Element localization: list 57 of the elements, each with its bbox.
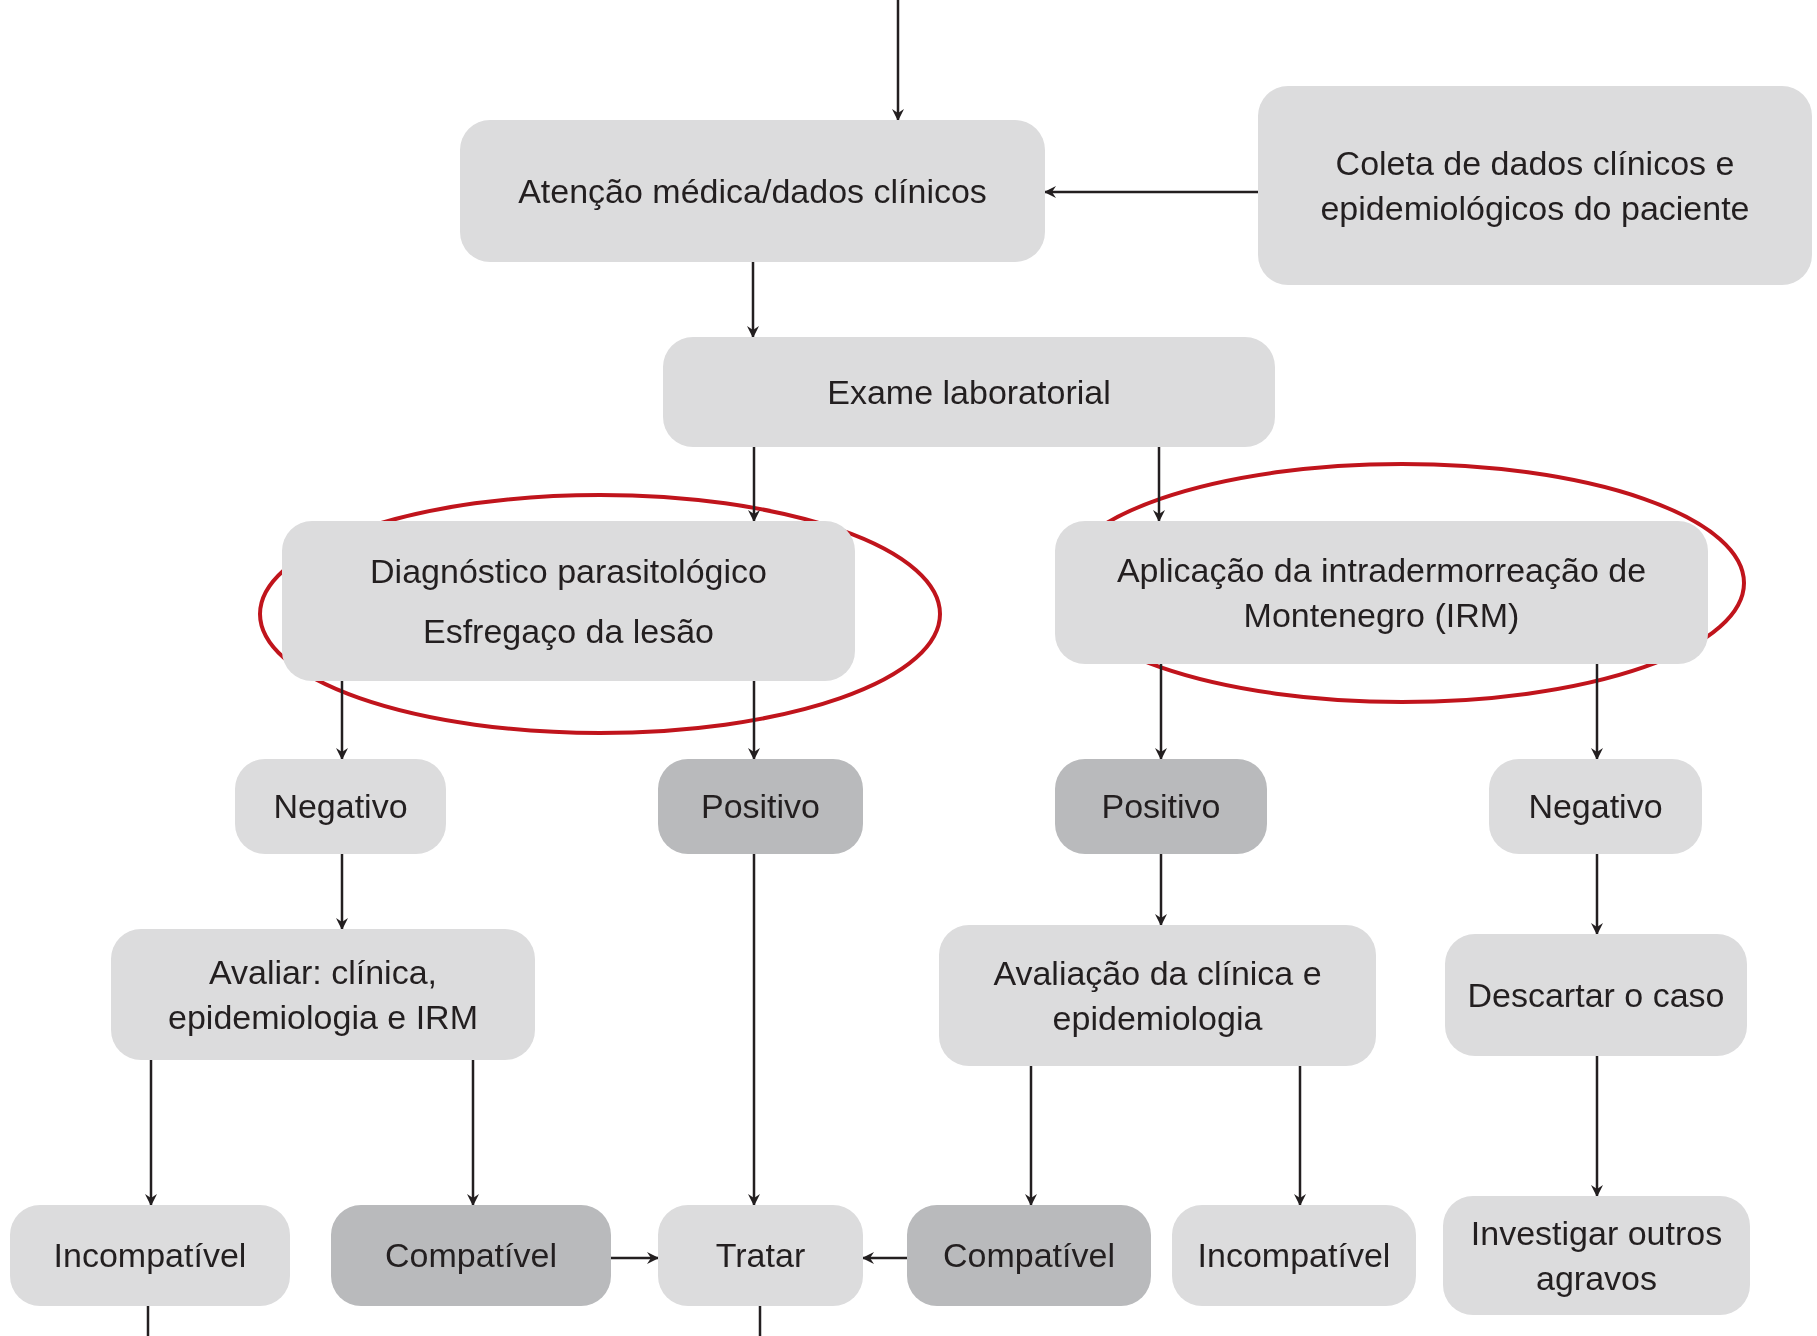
- process-box: [1445, 934, 1747, 1056]
- process-box: [663, 337, 1275, 447]
- box-label: Compatível: [943, 1235, 1115, 1277]
- arrow: [145, 1060, 157, 1206]
- arrow: [862, 1252, 907, 1264]
- process-box: [111, 929, 535, 1060]
- process-box: [1489, 759, 1702, 854]
- arrow: [748, 854, 760, 1206]
- arrow: [748, 447, 760, 522]
- arrow: [467, 1060, 479, 1206]
- box-label: Negativo: [273, 786, 408, 828]
- process-box: [10, 1205, 290, 1306]
- arrow: [1044, 186, 1258, 198]
- arrow: [336, 681, 348, 760]
- process-box: [658, 1205, 863, 1306]
- arrow: [1153, 447, 1165, 522]
- box-label: Aplicação da intradermorreação de Montenegro (IRM): [1115, 550, 1648, 636]
- arrow: [1025, 1066, 1037, 1206]
- arrow: [747, 262, 759, 338]
- process-box: [282, 521, 855, 681]
- process-box: [1172, 1205, 1416, 1306]
- arrow: [1155, 854, 1167, 926]
- arrow: [336, 854, 348, 930]
- box-label: Atenção médica/dados clínicos: [518, 170, 987, 212]
- box-label: Positivo: [1101, 786, 1221, 828]
- arrow: [1294, 1066, 1306, 1206]
- process-box: [907, 1205, 1151, 1306]
- process-box: [331, 1205, 611, 1306]
- box-label: Positivo: [700, 786, 821, 828]
- arrow: [1591, 664, 1603, 760]
- process-box: [1443, 1196, 1750, 1315]
- box-label: Incompatível: [53, 1235, 247, 1277]
- box-label: Tratar: [715, 1235, 806, 1277]
- process-box: [939, 925, 1376, 1066]
- arrow: [1591, 1056, 1603, 1197]
- process-box: [1055, 521, 1708, 664]
- process-box: [1258, 86, 1812, 285]
- box-label: Avaliação da clínica e epidemiologia: [992, 953, 1323, 1039]
- box-label: Avaliar: clínica, epidemiologia e IRM: [167, 952, 479, 1038]
- box-label: Incompatível: [1197, 1235, 1391, 1277]
- process-box: [460, 120, 1045, 262]
- process-box: [658, 759, 863, 854]
- arrow: [611, 1252, 659, 1264]
- box-label: Exame laboratorial: [827, 371, 1111, 413]
- box-label: Coleta de dados clínicos e epidemiológicos do paciente: [1319, 143, 1751, 229]
- box-label: Esfregaço da lesão: [422, 611, 715, 652]
- arrow: [892, 0, 904, 121]
- box-label: Investigar outros agravos: [1469, 1213, 1724, 1299]
- box-label: Descartar o caso: [1467, 974, 1725, 1016]
- box-label: Diagnóstico parasitológico: [370, 550, 767, 592]
- process-box: [235, 759, 446, 854]
- box-label: Compatível: [385, 1235, 557, 1277]
- box-label: Negativo: [1528, 786, 1663, 828]
- arrow: [748, 681, 760, 760]
- process-box: [1055, 759, 1267, 854]
- arrow: [1155, 664, 1167, 760]
- arrow: [1591, 854, 1603, 935]
